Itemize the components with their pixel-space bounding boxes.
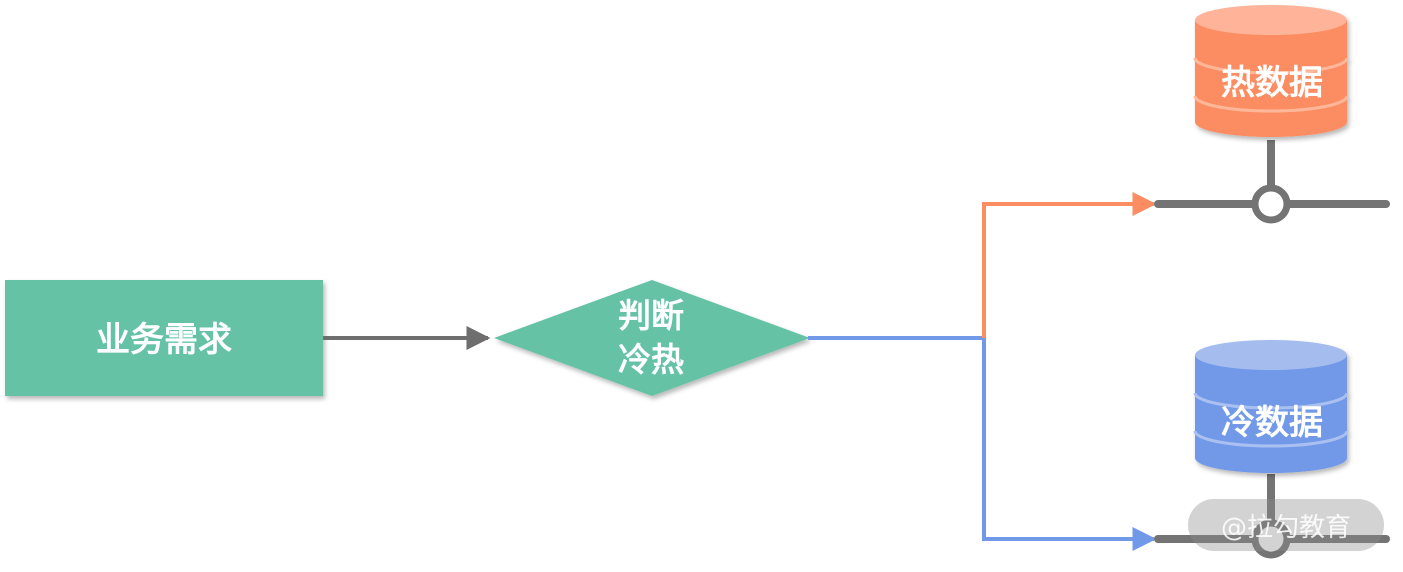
business-demand-node: 业务需求 (5, 280, 323, 396)
cold-data-store: 冷数据 (1154, 340, 1390, 559)
cold-store-junction (1251, 519, 1291, 559)
decision-diamond (494, 280, 810, 396)
hot-database-icon (1193, 5, 1349, 137)
cold-data-label: 冷数据 (1221, 403, 1323, 443)
hot-store-junction (1251, 184, 1291, 224)
watermark: @拉勾教育 (1188, 499, 1384, 551)
watermark-text: @拉勾教育 (1221, 513, 1351, 543)
business-demand-box (5, 280, 323, 396)
decision-label-line1: 判断 (618, 296, 684, 335)
cold-database-icon (1193, 340, 1349, 473)
decision-label-line2: 冷热 (618, 340, 684, 379)
watermark-badge (1188, 499, 1384, 551)
hot-data-store: 热数据 (1154, 5, 1390, 224)
decision-node: 判断 冷热 (494, 280, 810, 396)
hot-data-label: 热数据 (1221, 63, 1323, 103)
hot-branch-arrow (982, 192, 1157, 338)
business-demand-label: 业务需求 (96, 320, 232, 360)
cold-branch-arrow (982, 338, 1157, 551)
